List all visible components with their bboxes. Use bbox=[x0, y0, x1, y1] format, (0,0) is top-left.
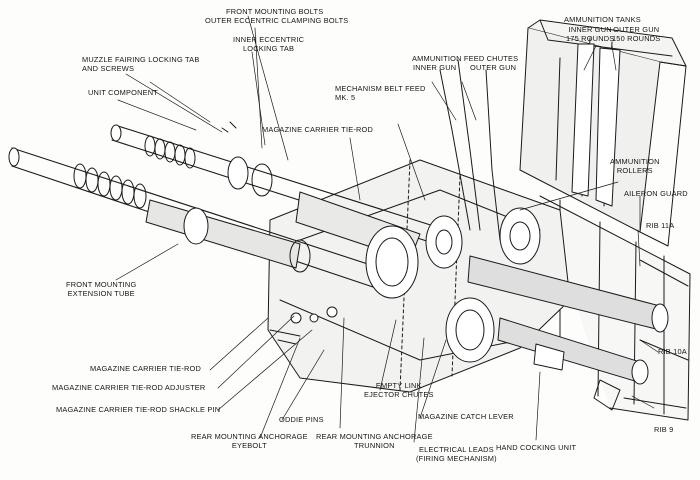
label-rib-11a: RIB 11A bbox=[646, 221, 675, 230]
label-magazine-carrier-tie-rod-adjuster: MAGAZINE CARRIER TIE-ROD ADJUSTER bbox=[52, 383, 206, 392]
label-rib-9: RIB 9 bbox=[654, 425, 674, 434]
label-magazine-catch-lever: MAGAZINE CATCH LEVER bbox=[418, 412, 514, 421]
label-feed-chutes-inner-gun: INNER GUN bbox=[413, 63, 457, 72]
label-magazine-carrier-tie-rod-shackle-pin: MAGAZINE CARRIER TIE-ROD SHACKLE PIN bbox=[56, 405, 221, 414]
label-magazine-carrier-tie-rod-top: MAGAZINE CARRIER TIE-ROD bbox=[262, 125, 374, 134]
label-inner-eccentric-locking-tab: INNER ECCENTRIC LOCKING TAB bbox=[233, 35, 305, 53]
label-rear-mounting-anchorage-eyebolt: REAR MOUNTING ANCHORAGE EYEBOLT bbox=[191, 432, 308, 450]
label-mechanism-belt-feed: MECHANISM BELT FEED MK. 5 bbox=[335, 84, 426, 102]
label-ammunition-rollers: AMMUNITION ROLLERS bbox=[610, 157, 660, 175]
label-tanks-outer-gun: OUTER GUN 150 ROUNDS bbox=[612, 25, 661, 43]
label-rear-mounting-anchorage-trunnion: REAR MOUNTING ANCHORAGE TRUNNION bbox=[316, 432, 433, 450]
label-front-mounting-bolts: FRONT MOUNTING BOLTS bbox=[226, 7, 324, 16]
label-feed-chutes-outer-gun: OUTER GUN bbox=[470, 63, 517, 72]
label-magazine-carrier-tie-rod: MAGAZINE CARRIER TIE-ROD bbox=[90, 364, 202, 373]
breech-mechanisms bbox=[467, 255, 669, 411]
loose-parts bbox=[221, 121, 338, 345]
label-hand-cocking-unit: HAND COCKING UNIT bbox=[496, 443, 577, 452]
label-aileron-guard: AILERON GUARD bbox=[624, 189, 688, 198]
label-unit-component: UNIT COMPONENT bbox=[88, 88, 159, 97]
label-oddie-pins: ODDIE PINS bbox=[279, 415, 324, 424]
label-empty-link-ejector-chutes: EMPTY LINK EJECTOR CHUTES bbox=[364, 381, 434, 399]
label-electrical-leads: ELECTRICAL LEADS (FIRING MECHANISM) bbox=[416, 445, 497, 463]
ammunition-feed-chutes bbox=[439, 59, 501, 241]
label-ammunition-feed-chutes: AMMUNITION FEED CHUTES bbox=[412, 54, 519, 63]
label-muzzle-fairing-locking-tab: MUZZLE FAIRING LOCKING TAB AND SCREWS bbox=[82, 55, 200, 73]
label-tanks-inner-gun: INNER GUN 175 ROUNDS bbox=[566, 25, 615, 43]
label-rib-10a: RIB 10A bbox=[658, 347, 687, 356]
leader-lines bbox=[115, 15, 659, 443]
drum-magazines bbox=[365, 207, 541, 363]
ammunition-tanks bbox=[519, 19, 687, 247]
label-front-mounting-extension-tube: FRONT MOUNTING EXTENSION TUBE bbox=[66, 280, 137, 298]
outer-gun-barrel bbox=[8, 147, 381, 289]
label-outer-eccentric-clamping-bolts: OUTER ECCENTRIC CLAMPING BOLTS bbox=[205, 16, 349, 25]
label-ammunition-tanks: AMMUNITION TANKS bbox=[564, 15, 641, 24]
